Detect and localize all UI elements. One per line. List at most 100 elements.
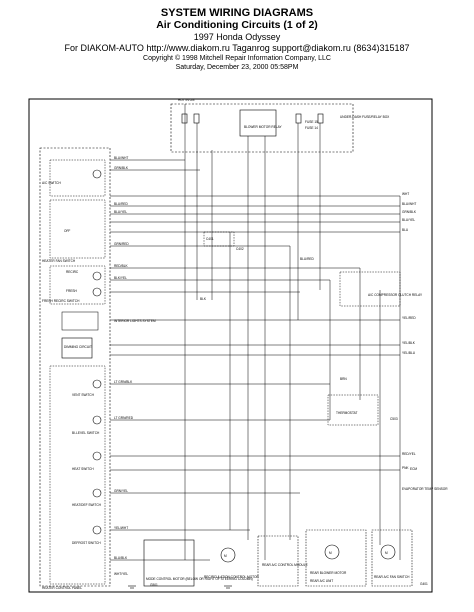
wire-label: GRN/BLK bbox=[402, 210, 417, 214]
ground-icon bbox=[128, 585, 136, 589]
wire-label: PNK bbox=[402, 466, 409, 470]
wire-bundle bbox=[110, 104, 401, 561]
wire-label: YEL/BLK bbox=[402, 341, 416, 345]
heater-fan-switch-label: HEATER FAN SWITCH bbox=[42, 259, 76, 263]
wire-label: YEL/RED bbox=[402, 316, 416, 320]
connector-id: C401 bbox=[206, 237, 214, 241]
heat-switch-label: HEAT SWITCH bbox=[72, 467, 94, 471]
svg-text:M: M bbox=[224, 554, 227, 558]
connector-id: G501 bbox=[150, 583, 158, 587]
motor-icon bbox=[324, 544, 340, 560]
svg-text:M: M bbox=[329, 551, 332, 555]
blower-relay-label: BLOWER MOTOR RELAY bbox=[244, 125, 282, 129]
heat-def-switch-label: HEAT/DEF SWITCH bbox=[72, 503, 102, 507]
wire-label: BRN bbox=[340, 377, 347, 381]
wire-label: BLK bbox=[200, 297, 207, 301]
rear-ac-unit-box bbox=[305, 529, 367, 587]
hot-in-on-label: HOT IN ON bbox=[178, 98, 195, 102]
rear-ac-fan-switch-label: REAR A/C FAN SWITCH bbox=[374, 575, 410, 579]
connector-id: C503 bbox=[390, 417, 398, 421]
source-line: For DIAKOM-AUTO http://www.diakom.ru Tag… bbox=[64, 43, 410, 53]
wire-label: YEL/BLU bbox=[402, 351, 416, 355]
ac-clutch-relay-label: A/C COMPRESSOR CLUTCH RELAY bbox=[368, 293, 423, 297]
wire-label: YEL/WHT bbox=[114, 526, 128, 530]
wire-label: LT GRN/BLK bbox=[114, 380, 133, 384]
indicator-lamp-icon bbox=[92, 525, 102, 535]
wire-label: WHT bbox=[402, 192, 409, 196]
diagram-frame bbox=[28, 98, 433, 593]
wire-label: BLK/YEL bbox=[114, 276, 127, 280]
date-line: Saturday, December 23, 2000 05:58PM bbox=[175, 64, 299, 71]
thermostat-box bbox=[327, 394, 379, 426]
defrost-switch-label: DEFROST SWITCH bbox=[72, 541, 101, 545]
heater-fan-switch-box bbox=[49, 199, 106, 259]
vent-switch-label: VENT SWITCH bbox=[72, 393, 95, 397]
wire-label: GRN/YEL bbox=[114, 489, 128, 493]
indicator-lamp-icon bbox=[92, 488, 102, 498]
heater-control-panel-outline bbox=[39, 147, 111, 587]
svg-text:M: M bbox=[385, 551, 388, 555]
wire-label: BLU/YEL bbox=[402, 218, 415, 222]
dimming-circuit-box bbox=[61, 337, 93, 359]
fuse-icon bbox=[193, 113, 200, 124]
blower-relay-box bbox=[239, 109, 277, 137]
wire-label: GRN/RED bbox=[114, 242, 129, 246]
dimmer-box bbox=[61, 311, 99, 331]
rear-ac-unit-label: REAR A/C UNIT bbox=[310, 579, 333, 583]
connector-id: C402 bbox=[236, 247, 244, 251]
ground-icon bbox=[224, 585, 232, 589]
wire-label: BLU bbox=[402, 228, 409, 232]
interior-lights-label: INTERIOR LIGHTS SYSTEM bbox=[114, 319, 156, 323]
fuse-14-label: FUSE 14 bbox=[305, 126, 318, 130]
fresh-recirc-switch-box bbox=[49, 265, 106, 305]
fresh-recirc-switch-label: FRESH RECIRC SWITCH bbox=[42, 299, 80, 303]
wire-label: BLU/WHT bbox=[114, 156, 128, 160]
wire-labels: WHT BLU/WHT GRN/BLK BLU/YEL BLU YEL/RED … bbox=[114, 156, 428, 587]
mode-switches: VENT SWITCH BI-LEVEL SWITCH HEAT SWITCH … bbox=[49, 365, 106, 585]
rear-blower-motor-label: REAR BLOWER MOTOR bbox=[310, 571, 347, 575]
ac-switch-box bbox=[49, 159, 106, 197]
ecm-label: ECM bbox=[410, 467, 417, 471]
wire-label: RED/YEL bbox=[402, 452, 416, 456]
wire-label: BLU/BLK bbox=[114, 556, 128, 560]
indicator-lamp-icon bbox=[92, 451, 102, 461]
vehicle-name: 1997 Honda Odyssey bbox=[193, 32, 281, 42]
diagram-title: SYSTEM WIRING DIAGRAMS bbox=[160, 7, 314, 19]
wire-label: RED/BLK bbox=[114, 264, 129, 268]
mode-control-motor-label: MODE CONTROL MOTOR (BELOW OR RIGHT OF ST… bbox=[146, 577, 253, 581]
wire-label: BLU/RED bbox=[114, 202, 129, 206]
wire-label: BLU/YEL bbox=[114, 210, 127, 214]
indicator-lamp-icon bbox=[92, 415, 102, 425]
diagram-subtitle: Air Conditioning Circuits (1 of 2) bbox=[156, 19, 318, 31]
fuse-15-label: FUSE 15 bbox=[305, 120, 318, 124]
thermostat-label: THERMOSTAT bbox=[336, 411, 358, 415]
ac-clutch-relay-box bbox=[339, 271, 401, 307]
copyright-line: Copyright © 1998 Mitchell Repair Informa… bbox=[143, 55, 331, 62]
indicator-lamp-icon bbox=[92, 379, 102, 389]
fresh-label: FRESH bbox=[66, 289, 78, 293]
fuse-icon bbox=[181, 113, 188, 124]
wire-label: WHT/YEL bbox=[114, 572, 128, 576]
mode-control-motor-box bbox=[143, 539, 195, 587]
wire-label: GRN/BLK bbox=[114, 166, 129, 170]
connector-id: G401 bbox=[420, 582, 428, 586]
indicator-lamp-icon bbox=[92, 271, 102, 281]
rear-ac-fan-switch-box bbox=[371, 529, 413, 587]
wire-label: BLU/RED bbox=[300, 257, 315, 261]
fuse-box-label: UNDER-DASH FUSE/RELAY BOX bbox=[340, 115, 390, 119]
fuse-icon bbox=[317, 113, 324, 124]
recirc-control-motor-label: RECIRCULATION CONTROL MOTOR bbox=[204, 575, 260, 579]
junction-connector bbox=[203, 231, 235, 247]
control-module-label: REAR A/C CONTROL MODULE bbox=[262, 563, 308, 567]
evap-temp-label: EVAPORATOR TEMP SENSOR bbox=[402, 487, 448, 491]
wire-label: BLU/WHT bbox=[402, 202, 416, 206]
svg-text:OFF: OFF bbox=[64, 229, 70, 233]
recirc-label: RECIRC bbox=[66, 270, 79, 274]
dimming-circuit-label: DIMMING CIRCUIT bbox=[64, 345, 92, 349]
motor-icon bbox=[220, 547, 236, 563]
fuse-icon bbox=[295, 113, 302, 124]
ac-switch-label: A/C SWITCH bbox=[42, 181, 61, 185]
indicator-lamp-icon bbox=[92, 287, 102, 297]
wire-label: LT GRN/RED bbox=[114, 416, 134, 420]
